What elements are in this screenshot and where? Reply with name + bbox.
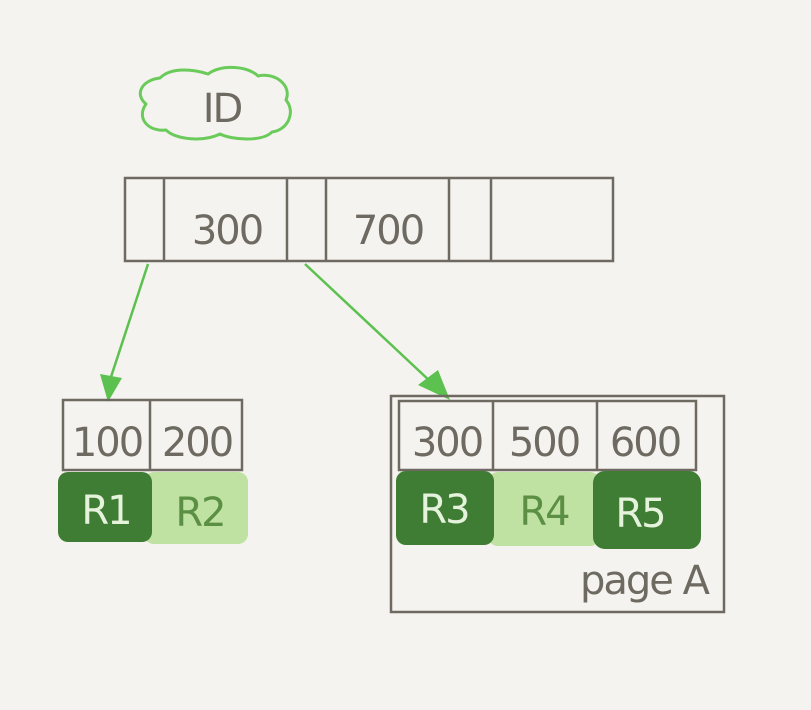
root-node-border xyxy=(123,176,615,263)
left-leaf-keys-border xyxy=(61,398,244,472)
left-leaf-key: 100 xyxy=(72,420,142,466)
left-leaf-key: 200 xyxy=(162,420,232,466)
arrow-to-right-leaf xyxy=(304,263,433,384)
record-dark-bg xyxy=(58,472,152,542)
right-leaf-key: 300 xyxy=(412,420,482,466)
root-key: 700 xyxy=(353,208,423,254)
arrow-to-left-leaf xyxy=(108,263,150,381)
page-label: page A xyxy=(580,558,711,604)
root-key: 300 xyxy=(192,208,262,254)
record-light-bg xyxy=(488,472,600,546)
root-node: 300 700 xyxy=(123,176,615,263)
record-dark-bg xyxy=(593,471,701,549)
record-light-bg xyxy=(144,472,248,544)
arrow-head-right xyxy=(418,370,450,400)
cloud-outline xyxy=(138,66,292,141)
root-label: ID xyxy=(203,86,242,132)
right-leaf-keys-border xyxy=(397,399,698,472)
record-label: R3 xyxy=(419,487,468,533)
page-a-frame xyxy=(389,394,726,614)
record-label: R1 xyxy=(81,488,130,534)
right-leaf-key: 500 xyxy=(509,420,579,466)
record-label: R2 xyxy=(175,490,224,536)
right-leaf: 300 500 600 R3 R4 R5 page A xyxy=(389,394,726,614)
right-leaf-key: 600 xyxy=(610,420,680,466)
record-label: R4 xyxy=(519,489,569,535)
arrow-head-left xyxy=(100,374,122,402)
record-dark-bg xyxy=(396,471,494,545)
pointer-arrows xyxy=(100,263,450,402)
record-label: R5 xyxy=(615,491,664,537)
left-leaf: 100 200 R1 R2 xyxy=(58,398,248,544)
